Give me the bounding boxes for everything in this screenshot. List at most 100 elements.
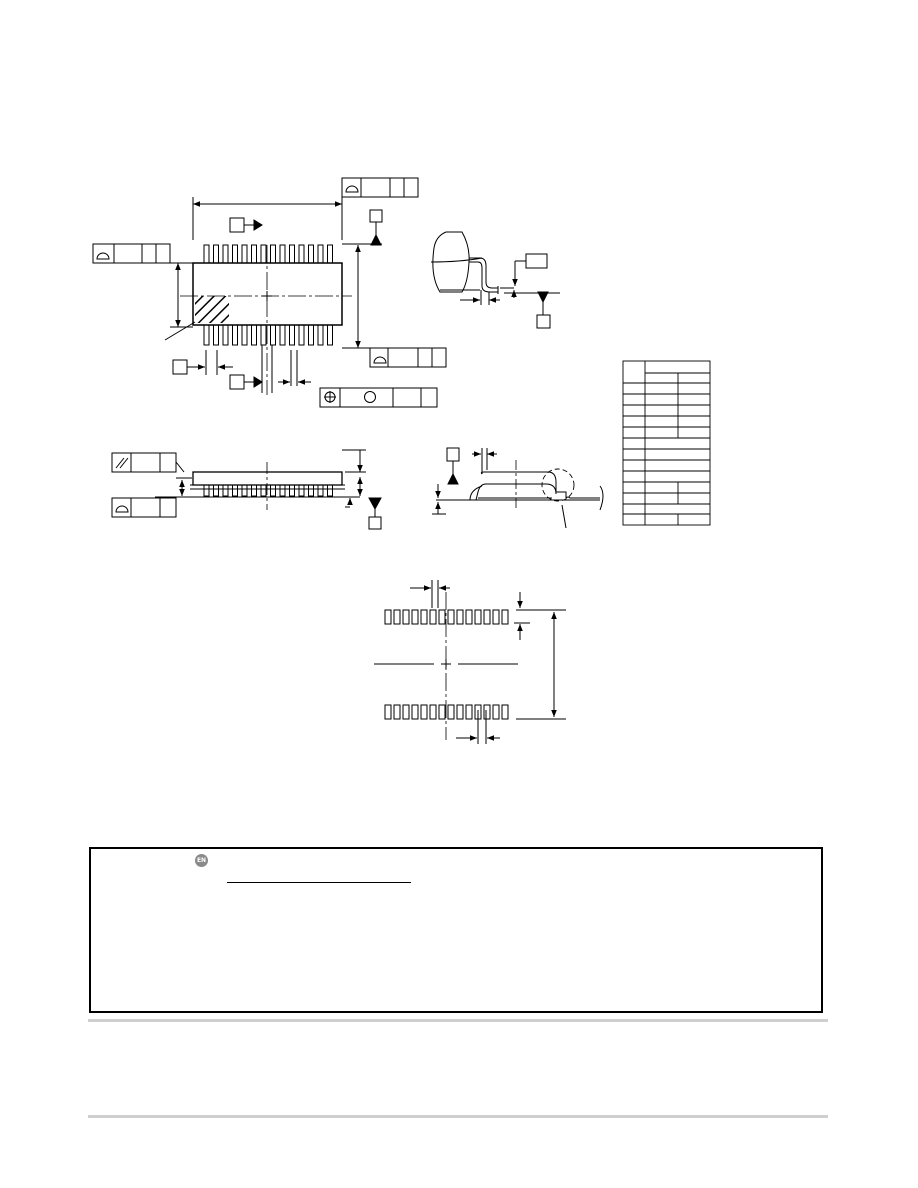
triangle-icon — [447, 472, 459, 485]
pad-top — [402, 609, 410, 625]
pad-bottom — [384, 704, 392, 720]
pin-top — [232, 244, 238, 264]
semicircle-icon — [373, 356, 387, 364]
pad-bottom — [492, 704, 500, 720]
pin-side — [213, 484, 219, 497]
pad-bottom — [456, 704, 464, 720]
pin-top — [222, 244, 229, 264]
pins-top — [203, 244, 333, 264]
pin-side — [251, 484, 257, 497]
pin-bottom — [327, 324, 333, 346]
pin-top — [241, 244, 248, 264]
pad-bottom — [447, 704, 455, 720]
pin-side — [203, 484, 210, 497]
pin-bottom — [222, 324, 229, 346]
pin-side — [308, 484, 314, 497]
flatness-frame-bottom — [369, 347, 447, 368]
pad-top — [411, 609, 419, 625]
pin-top — [308, 244, 314, 264]
pad-bottom — [420, 704, 428, 720]
notice-link-underline — [227, 882, 411, 883]
footprint-view — [374, 580, 566, 744]
pin-bottom — [270, 324, 276, 346]
parallelism-frame — [111, 452, 177, 473]
semicircle-icon — [345, 185, 359, 193]
pin-side — [327, 484, 333, 497]
top-view — [92, 177, 447, 408]
flatness-frame-top — [341, 177, 419, 198]
datum-box-bottom-center — [229, 374, 245, 390]
pin-side — [279, 484, 286, 497]
pins-side — [203, 484, 333, 497]
pin-bottom — [203, 324, 210, 346]
pad-bottom — [429, 704, 437, 720]
semicircle-icon — [115, 505, 129, 513]
semicircle-icon — [96, 252, 110, 260]
pin-bottom — [251, 324, 257, 346]
pin-top — [260, 244, 267, 264]
pin-top — [203, 244, 210, 264]
pad-top — [492, 609, 500, 625]
datum-box-end-bottom — [536, 314, 551, 329]
pin-bottom — [308, 324, 314, 346]
pad-bottom — [402, 704, 410, 720]
side-body — [192, 471, 343, 486]
pad-top — [483, 609, 491, 625]
language-badge[interactable]: EN — [195, 854, 208, 867]
pad-top — [474, 609, 482, 625]
pad-bottom — [411, 704, 419, 720]
pin-side — [289, 484, 295, 497]
pad-top — [465, 609, 473, 625]
pin-bottom — [260, 324, 267, 346]
pin-top — [251, 244, 257, 264]
pin-top — [298, 244, 305, 264]
pad-bottom — [501, 704, 509, 720]
pin1-hatch — [195, 296, 229, 323]
datum-box-left — [172, 359, 188, 375]
pad-bottom — [465, 704, 473, 720]
end-view — [430, 231, 560, 329]
datum-box-detail — [446, 447, 460, 462]
pin-bottom — [289, 324, 295, 346]
triangle-icon — [368, 497, 382, 511]
position-frame — [319, 387, 438, 408]
datum-box-end-view — [525, 253, 548, 269]
pin-top — [279, 244, 286, 264]
pad-top — [456, 609, 464, 625]
triangle-icon — [370, 233, 382, 246]
package-body — [192, 262, 343, 326]
pin-top — [317, 244, 324, 264]
pin-bottom — [279, 324, 286, 346]
pad-top — [420, 609, 428, 625]
pad-top — [393, 609, 401, 625]
pin-bottom — [213, 324, 219, 346]
pad-top — [438, 609, 446, 625]
pin-bottom — [317, 324, 324, 346]
datum-box-top-center — [229, 217, 245, 233]
pin-top — [270, 244, 276, 264]
pin-bottom — [232, 324, 238, 346]
pin-side — [232, 484, 238, 497]
pads-top — [384, 609, 509, 625]
pad-bottom — [393, 704, 401, 720]
pin-side — [317, 484, 324, 497]
pins-bottom — [203, 324, 333, 346]
circle-cross-icon — [324, 391, 336, 403]
side-detail-view — [432, 447, 604, 529]
pad-bottom — [438, 704, 446, 720]
pad-top — [447, 609, 455, 625]
flatness-frame-side — [111, 497, 177, 518]
pin-top — [213, 244, 219, 264]
pad-top — [384, 609, 392, 625]
divider-rule — [88, 1019, 828, 1022]
dimension-table — [622, 360, 711, 526]
side-view — [111, 449, 382, 530]
pin-side — [222, 484, 229, 497]
pad-bottom — [483, 704, 491, 720]
pad-top — [501, 609, 509, 625]
pads-bottom — [384, 704, 509, 720]
pin-side — [260, 484, 267, 497]
pin-top — [327, 244, 333, 264]
triangle-icon — [537, 291, 549, 304]
